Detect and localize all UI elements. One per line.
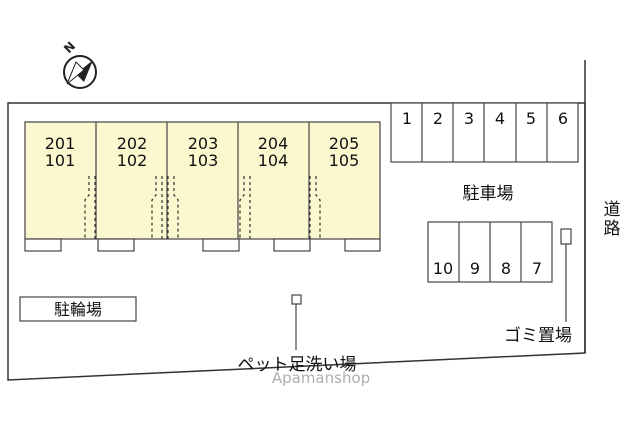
parking-space-6: 6 — [558, 109, 568, 128]
building: 201 101 202 102 203 103 204 104 205 105 — [24, 121, 381, 252]
parking-bottom-row: 10 9 8 7 — [427, 221, 553, 283]
unit-3-upper-number: 203 — [188, 134, 219, 153]
unit-1-upper-number: 201 — [45, 134, 76, 153]
compass-north-label: N — [61, 39, 78, 56]
parking-space-5: 5 — [526, 109, 536, 128]
bicycle-parking-box — [19, 296, 137, 322]
parking-space-7: 7 — [532, 259, 542, 278]
unit-5-upper-number: 205 — [329, 134, 360, 153]
parking-space-2: 2 — [433, 109, 443, 128]
parking-space-10: 10 — [433, 259, 453, 278]
unit-porches — [24, 238, 381, 252]
unit-3-lower-number: 103 — [188, 151, 219, 170]
parking-space-4: 4 — [495, 109, 505, 128]
compass-icon: N — [61, 39, 97, 89]
road-label-char-1: 道 — [604, 200, 621, 220]
parking-top-row: 1 2 3 4 5 6 — [390, 102, 579, 163]
pet-wash-box — [291, 294, 302, 305]
unit-2-upper-number: 202 — [117, 134, 148, 153]
garbage-box — [560, 228, 572, 245]
unit-1-lower-number: 101 — [45, 151, 76, 170]
stair-dashed-lines — [84, 176, 321, 239]
bicycle-parking-label: 駐輪場 — [54, 300, 102, 319]
road-label-char-2: 路 — [604, 219, 621, 239]
watermark: Apamanshop — [272, 369, 370, 387]
parking-label: 駐車場 — [463, 184, 514, 204]
garbage-label: ゴミ置場 — [504, 325, 572, 346]
pet-wash-label: ペット足洗い場 — [238, 355, 357, 375]
unit-5-lower-number: 105 — [329, 151, 360, 170]
parking-space-3: 3 — [464, 109, 474, 128]
parking-space-1: 1 — [402, 109, 412, 128]
unit-4-upper-number: 204 — [258, 134, 289, 153]
parking-space-9: 9 — [470, 259, 480, 278]
unit-2-lower-number: 102 — [117, 151, 148, 170]
parking-space-8: 8 — [501, 259, 511, 278]
unit-4-lower-number: 104 — [258, 151, 289, 170]
